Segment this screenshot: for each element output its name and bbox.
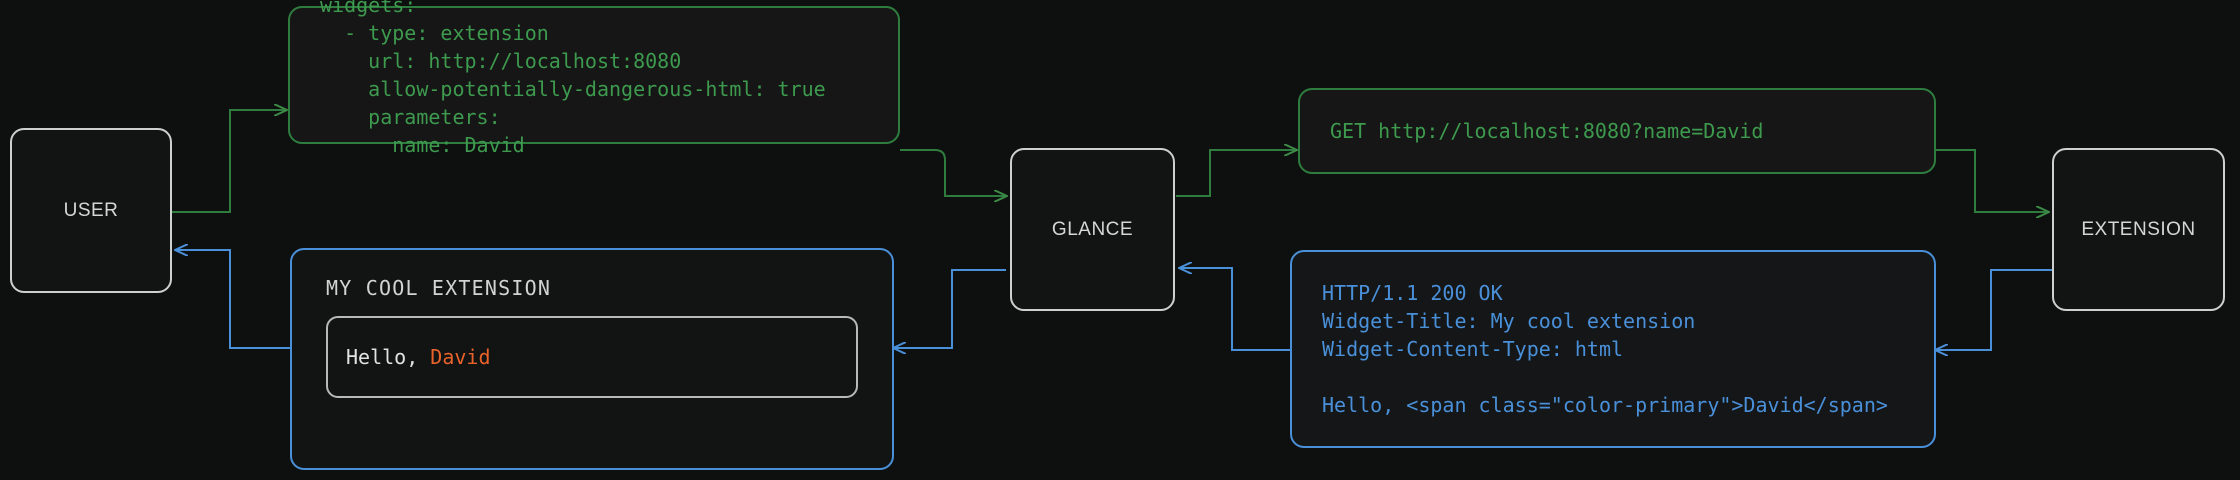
widget-greeting-text: Hello, [346,345,431,369]
response-line-1: Widget-Title: My cool extension [1322,309,1696,333]
node-extension[interactable]: EXTENSION [2052,148,2225,311]
config-line-0: widgets: [320,0,417,17]
node-user-label: USER [63,199,119,221]
wire-glance-to-widget [894,269,1006,348]
config-yaml-box: widgets: - type: extension url: http://l… [288,0,900,157]
widget-preview-body: Hello, David [326,316,858,398]
config-line-2: url: http://localhost:8080 [320,49,682,73]
widget-preview-title: MY COOL EXTENSION [326,276,552,300]
node-extension-label: EXTENSION [2081,218,2196,240]
response-line-3 [1322,363,1904,391]
widget-preview-card: MY COOL EXTENSION Hello, David [290,248,894,470]
node-glance[interactable]: GLANCE [1010,148,1175,311]
wire-glance-to-request [1176,150,1296,197]
wire-widget-to-user [176,250,290,349]
config-line-3: allow-potentially-dangerous-html: true [320,77,826,101]
response-line-4: Hello, <span class="color-primary">David… [1322,393,1888,417]
config-line-4: parameters: [320,105,501,129]
wire-config-to-glance [900,149,1006,196]
response-line-0: HTTP/1.1 200 OK [1322,281,1503,305]
response-line-2: Widget-Content-Type: html [1322,337,1624,361]
http-response-box: HTTP/1.1 200 OK Widget-Title: My cool ex… [1290,250,1936,448]
widget-name-text: David [430,345,491,369]
wire-user-to-config [172,110,286,213]
config-line-5: name: David [320,133,525,157]
wire-request-to-extension [1936,149,2048,212]
config-line-1: - type: extension [320,21,549,45]
http-request-box: GET http://localhost:8080?name=David [1298,88,1936,174]
wire-response-to-glance [1180,268,1290,351]
request-line-0: GET http://localhost:8080?name=David [1330,119,1764,143]
wire-extension-to-response [1936,269,2052,350]
node-user[interactable]: USER [10,128,172,293]
node-glance-label: GLANCE [1051,218,1134,240]
